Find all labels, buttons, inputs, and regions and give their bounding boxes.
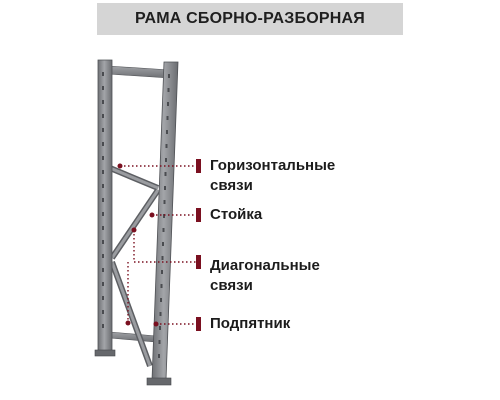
label-diagonal-braces-line2: связи <box>210 277 253 294</box>
left-upright-post <box>97 59 113 353</box>
label-footplate: Подпятник <box>210 314 290 334</box>
label-upright-line1: Стойка <box>210 206 263 223</box>
label-horizontal-braces-line2: связи <box>210 177 253 194</box>
marker-horizontal <box>196 159 201 173</box>
right-footplate <box>146 377 172 386</box>
dot-horizontal <box>117 163 123 169</box>
dot-upright <box>149 212 155 218</box>
right-upright-post <box>151 61 179 381</box>
marker-diagonal <box>196 255 201 269</box>
marker-footplate <box>196 317 201 331</box>
dot-diagonal <box>131 227 137 233</box>
bottom-horizontal-brace <box>109 331 157 343</box>
label-horizontal-braces: Горизонтальные связи <box>210 156 335 196</box>
diagram-title: РАМА СБОРНО-РАЗБОРНАЯ <box>135 10 365 27</box>
title-banner: РАМА СБОРНО-РАЗБОРНАЯ <box>97 3 403 35</box>
label-diagonal-braces-line1: Диагональные <box>210 257 320 274</box>
callout-leaders <box>120 165 196 325</box>
dot-diagonal-lower <box>125 320 131 326</box>
top-horizontal-brace <box>107 65 171 79</box>
leader-diagonal <box>133 230 196 263</box>
label-diagonal-braces: Диагональные связи <box>210 256 320 296</box>
marker-upright <box>196 208 201 222</box>
left-footplate <box>94 349 116 357</box>
label-footplate-line1: Подпятник <box>210 315 291 332</box>
callout-markers <box>196 159 201 331</box>
callout-dots <box>117 163 159 327</box>
diagonal-braces <box>108 165 161 368</box>
dot-footplate <box>153 321 159 327</box>
label-upright: Стойка <box>210 205 262 225</box>
label-horizontal-braces-line1: Горизонтальные <box>210 157 336 174</box>
